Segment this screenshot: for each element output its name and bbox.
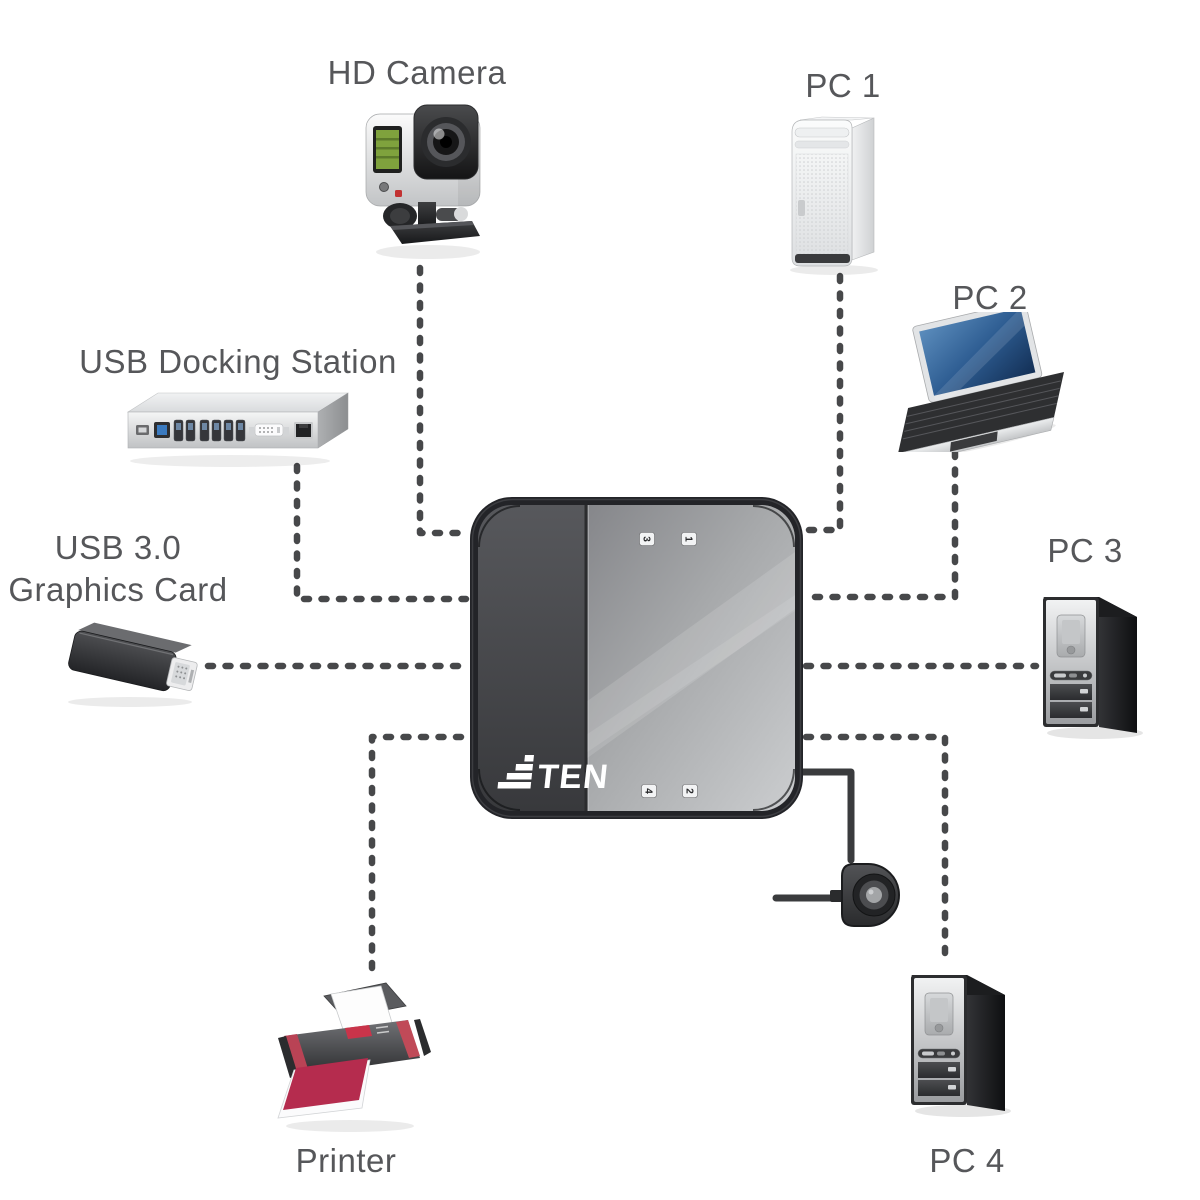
remote-port-selector: [828, 858, 912, 937]
pc1: [778, 108, 890, 281]
hd-camera-icon: [365, 104, 481, 259]
hd-camera-label: HD Camera: [327, 54, 507, 91]
pc3-icon: [1043, 597, 1143, 739]
port-3-indicator: 3: [639, 532, 655, 546]
remote-selector-cable-line: [795, 768, 855, 864]
port-2-indicator: 2: [682, 784, 698, 798]
pc2-label: PC 2: [952, 279, 1028, 316]
dvi-port: [249, 423, 289, 437]
dock-label: USB Docking Station: [79, 343, 397, 380]
port-4-indicator: 4: [641, 784, 657, 798]
svg-text:2: 2: [684, 788, 695, 794]
pc2: [886, 301, 1066, 467]
pc3: [1035, 585, 1150, 745]
printer-icon: [277, 982, 431, 1132]
svg-text:3: 3: [641, 536, 652, 542]
hd-camera-connection-line: [416, 264, 470, 537]
port-1-indicator: 1: [681, 532, 697, 546]
printer-label: Printer: [295, 1142, 397, 1179]
usb-docking-station: [110, 385, 355, 475]
remote-port-selector-icon: [830, 863, 900, 927]
pc2-connection-line: [802, 448, 959, 601]
usb-graphics-card: [52, 618, 210, 715]
usb-switch: 3 1 4 2: [470, 497, 803, 824]
dock-connection-line: [293, 462, 470, 603]
pc2-icon: [894, 301, 1064, 467]
aten-logo-a-icon: [497, 755, 534, 789]
pc1-label: PC 1: [805, 67, 881, 104]
aten-logo: TEN: [497, 755, 611, 796]
graphics-card-label-line1: USB 3.0: [54, 529, 182, 566]
usb-switch-icon: 3 1 4 2: [470, 497, 803, 819]
usb-graphics-card-icon: [68, 622, 198, 707]
hd-camera: [362, 100, 492, 267]
pc1-icon: [790, 116, 878, 275]
printer: [268, 978, 436, 1141]
pc4: [903, 963, 1018, 1123]
corner-seams: [478, 505, 795, 811]
pc4-label: PC 4: [929, 1142, 1005, 1179]
pc4-icon: [911, 975, 1011, 1117]
graphics-card-label-line2: Graphics Card: [8, 571, 228, 608]
dvi-connector: [166, 657, 198, 691]
pc1-connection-line: [802, 272, 844, 534]
graphics-card-label: USB 3.0 Graphics Card: [8, 527, 227, 611]
svg-text:4: 4: [643, 788, 654, 794]
ethernet-port: [294, 422, 313, 439]
pc4-connection-line: [802, 733, 949, 964]
pc3-label: PC 3: [1047, 532, 1123, 569]
printer-connection-line: [368, 733, 470, 972]
svg-text:1: 1: [683, 536, 694, 542]
port-indicators: 3 1 4 2: [639, 532, 698, 798]
usb-ports: [173, 419, 246, 442]
usb-docking-station-icon: [126, 392, 350, 467]
svg-text:TEN: TEN: [536, 758, 611, 796]
